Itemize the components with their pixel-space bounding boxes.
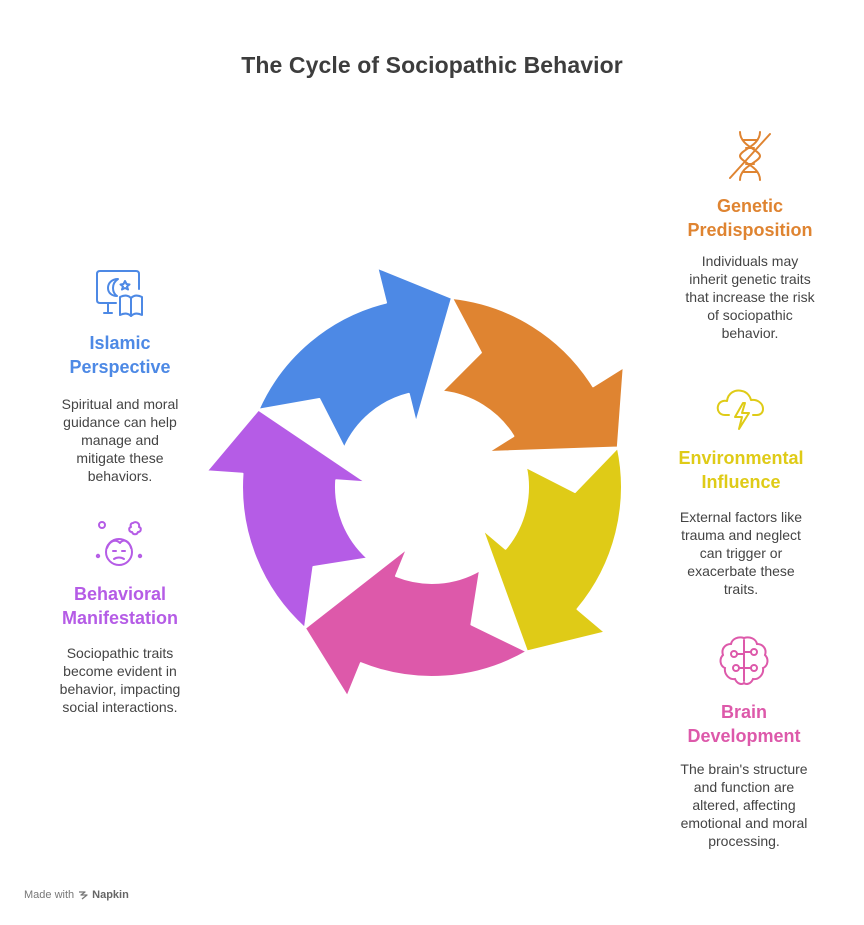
- cycle-arrow-genetic: [441, 297, 625, 453]
- dna-crossed-icon: [729, 131, 771, 181]
- troubled-face-icon: [95, 521, 143, 566]
- behavioral-description: Sociopathic traits become evident in beh…: [59, 645, 181, 715]
- genetic-predisposition-block: Genetic Predisposition Individuals may i…: [670, 128, 830, 342]
- environmental-heading: Environmental Influence: [678, 448, 804, 492]
- page-title: The Cycle of Sociopathic Behavior: [241, 52, 623, 78]
- made-with-label: Made with: [24, 889, 75, 901]
- brain-development-block: Brain Development The brain's structure …: [664, 634, 824, 850]
- storm-cloud-icon: [716, 389, 764, 430]
- islamic-perspective-block: Islamic Perspective Spiritual and moral …: [40, 267, 200, 485]
- napkin-brand-label: Napkin: [92, 889, 129, 901]
- behavioral-heading: Behavioral Manifestation: [61, 584, 178, 628]
- cycle-arrow-brain: [303, 547, 528, 698]
- islamic-description: Spiritual and moral guidance can help ma…: [61, 396, 179, 484]
- brain-description: The brain's structure and function are a…: [680, 761, 808, 849]
- footer-attribution: Made with Napkin: [24, 889, 129, 901]
- genetic-heading: Genetic Predisposition: [687, 196, 813, 240]
- crescent-book-icon: [96, 270, 143, 317]
- cycle-arrow-behavioral: [205, 408, 369, 630]
- environmental-description: External factors like trauma and neglect…: [679, 509, 803, 597]
- brain-heading: Brain Development: [687, 702, 801, 746]
- brain-icon: [719, 636, 769, 685]
- cycle-arrow-islamic: [257, 266, 453, 449]
- genetic-description: Individuals may inherit genetic traits t…: [685, 253, 815, 341]
- cycle-arrow-environmental: [481, 446, 623, 653]
- islamic-heading: Islamic Perspective: [69, 333, 171, 377]
- napkin-logo-icon: [79, 891, 88, 900]
- behavioral-manifestation-block: Behavioral Manifestation Sociopathic tra…: [40, 518, 200, 716]
- environmental-influence-block: Environmental Influence External factors…: [661, 383, 821, 598]
